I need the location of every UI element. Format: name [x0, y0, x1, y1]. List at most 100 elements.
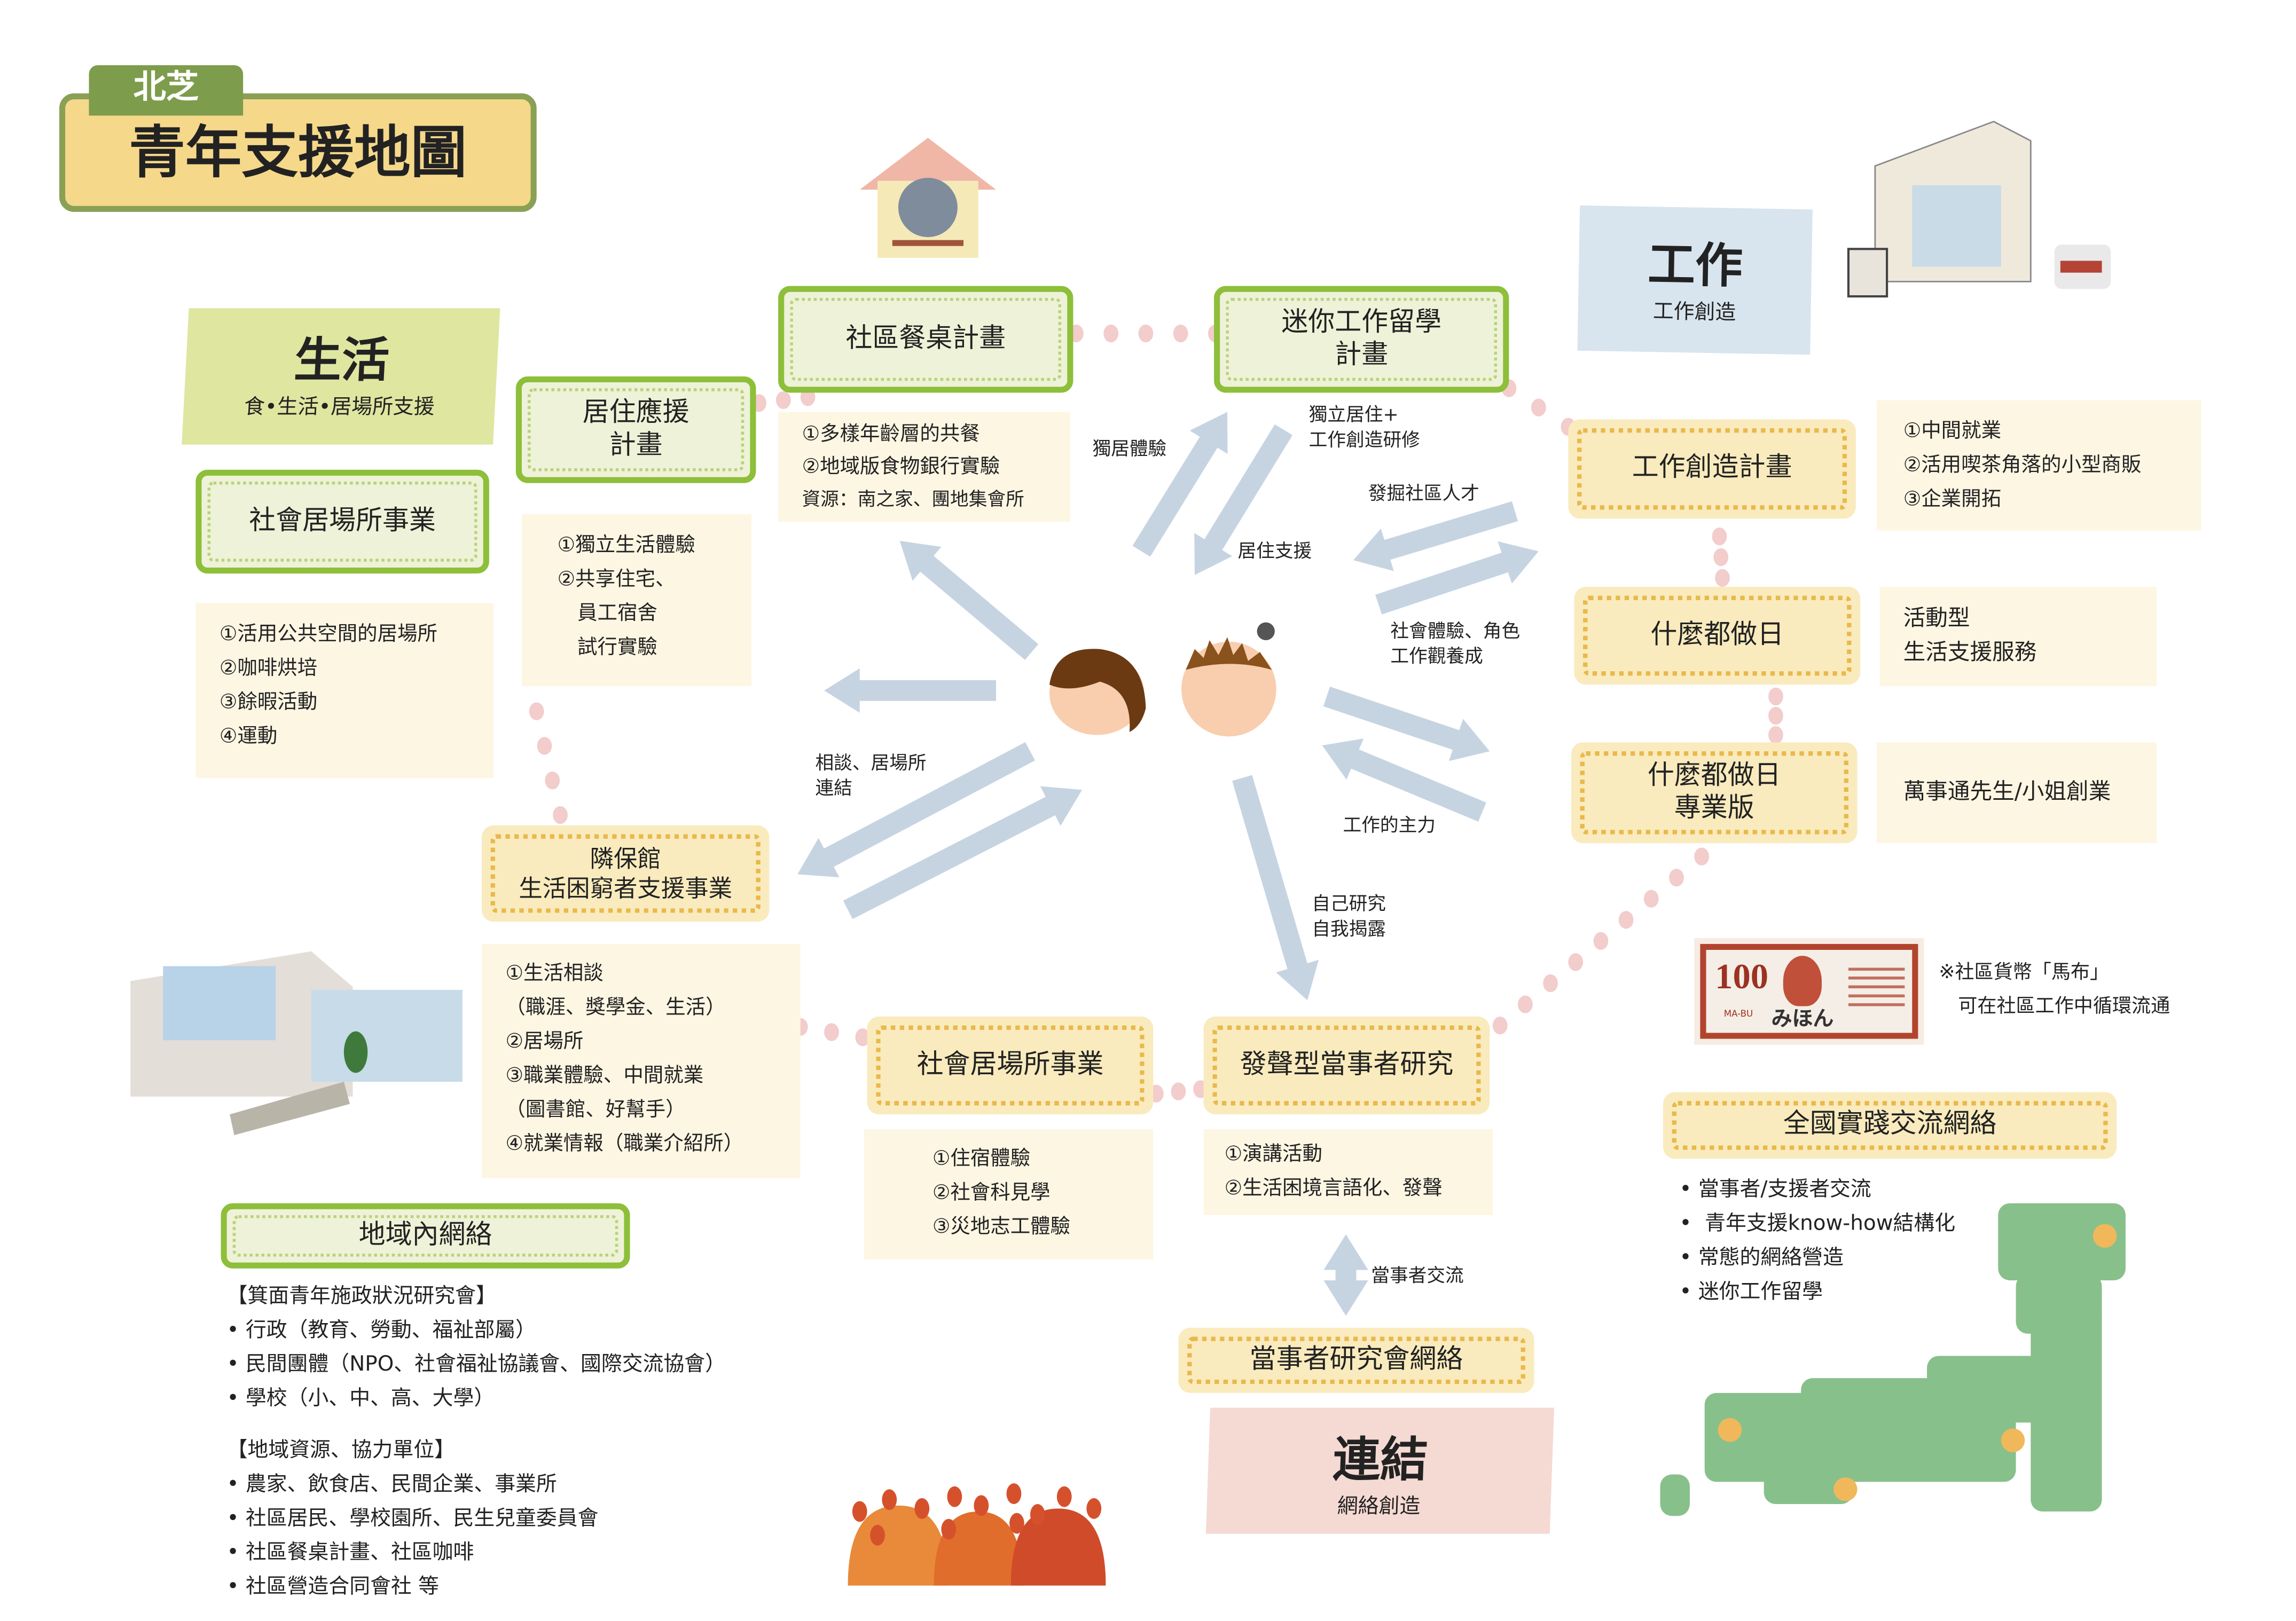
- list-item: ①多樣年齡層的共餐: [802, 422, 980, 446]
- peer-research-network-box[interactable]: 當事者研究會網絡: [1178, 1327, 1534, 1393]
- japan-map-region: [1998, 1203, 2126, 1280]
- work-title: 工作: [1647, 236, 1743, 295]
- rinpokan-label-2: 生活困窮者支援事業: [519, 874, 733, 902]
- leaf-icon: [1086, 1498, 1102, 1519]
- japan-map-region: [1660, 1474, 1690, 1516]
- label-housing-support: 居住支援: [1237, 539, 1312, 562]
- list-item: • 迷你工作留學: [1679, 1280, 1823, 1304]
- rinpokan-label-1: 隣保館: [590, 844, 661, 872]
- housing-label-2: 計畫: [609, 429, 663, 461]
- label-independent: 獨立居住+工作創造研修: [1308, 403, 1420, 451]
- stove-fire: [2060, 261, 2102, 273]
- social-place-box-2[interactable]: 社會居場所事業: [867, 1016, 1154, 1115]
- connector-dot: [1669, 869, 1684, 887]
- connector-dot: [1713, 548, 1729, 566]
- list-item: • 常態的網絡營造: [1679, 1246, 1844, 1270]
- mascot-icon: [1783, 956, 1822, 1006]
- arrow-to-anything-day: [1323, 687, 1490, 761]
- location-marker: [1718, 1418, 1742, 1442]
- dining-label: 社區餐桌計畫: [845, 322, 1006, 354]
- leaf-icon: [1009, 1513, 1024, 1534]
- arrow-to-rinpokan: [797, 742, 1035, 878]
- arrow-to-dining: [899, 541, 1039, 660]
- label-peer-exchange: 當事者交流: [1371, 1264, 1464, 1287]
- work-creation-box[interactable]: 工作創造計畫: [1568, 419, 1856, 519]
- anything-pro-list: 萬事通先生/小姐創業: [1876, 742, 2157, 844]
- community-dining-box[interactable]: 社區餐桌計畫: [778, 286, 1073, 393]
- arrow-peer-up: [1323, 1234, 1368, 1278]
- arrow-self-research: [1232, 775, 1319, 1001]
- anything-day-pro-box[interactable]: 什麼都做日專業版: [1571, 742, 1858, 844]
- bill-value: 100: [1715, 958, 1769, 997]
- list-item: （職涯、獎學金、生活）: [505, 996, 726, 1020]
- connector-dot: [1593, 932, 1609, 950]
- list-item: • 社區居民、學校園所、民生兒童委員會: [226, 1507, 599, 1531]
- social-place-1-list: ①活用公共空間的居場所 ②咖啡烘培 ③餘暇活動 ④運動: [195, 603, 494, 778]
- local-network-text: 【箕面青年施政狀況研究會】 • 行政（教育、勞動、福祉部屬） • 民間團體（NP…: [227, 1280, 726, 1605]
- local-heading-2: 【地域資源、協力單位】: [226, 1438, 456, 1463]
- connector-dot: [537, 737, 552, 755]
- connector-dot: [545, 772, 560, 790]
- work-panel: 工作 工作創造: [1577, 205, 1813, 355]
- currency-bill-image: 100 MA-BU みほん: [1694, 938, 1924, 1045]
- list-item: ③職業體驗、中間就業: [505, 1064, 704, 1088]
- list-item: • 行政（教育、勞動、福祉部屬）: [226, 1319, 536, 1343]
- local-heading-1: 【箕面青年施政狀況研究會】: [226, 1285, 497, 1309]
- mini-work-study-box[interactable]: 迷你工作留學計畫: [1214, 286, 1509, 393]
- title-tag: 北芝: [89, 65, 244, 116]
- national-network-label: 全國實踐交流網絡: [1783, 1108, 1997, 1140]
- list-item: • 民間團體（NPO、社會福祉協議會、國際交流協會）: [226, 1352, 726, 1377]
- list-item: 員工宿舍: [557, 601, 657, 626]
- work-subtitle: 工作創造: [1652, 300, 1736, 326]
- list-item: • 社區營造合同會社 等: [226, 1575, 439, 1599]
- rinpokan-list: ①生活相談 （職涯、獎學金、生活） ②居場所 ③職業體驗、中間就業 （圖書館、好…: [482, 943, 801, 1178]
- list-item: ②活用喫茶角落的小型商販: [1903, 453, 2142, 477]
- autumn-tree: [934, 1511, 1023, 1586]
- location-marker: [2001, 1428, 2025, 1452]
- connector-dot: [1715, 569, 1730, 587]
- life-panel: 生活 食•生活•居場所支援: [182, 308, 500, 445]
- location-marker: [1833, 1477, 1858, 1501]
- list-item: ③餘暇活動: [219, 690, 318, 714]
- list-item: ④運動: [219, 725, 278, 749]
- housing-support-box[interactable]: 居住應援計畫: [515, 376, 756, 483]
- house-window: [1912, 185, 2001, 267]
- national-network-box[interactable]: 全國實踐交流網絡: [1663, 1092, 2117, 1159]
- japan-map-region: [1764, 1445, 1853, 1505]
- birdhouse-roof: [859, 138, 997, 190]
- connector-dot: [529, 702, 544, 720]
- local-network-box[interactable]: 地域內網絡: [221, 1203, 630, 1269]
- housing-list: ①獨立生活體驗 ②共享住宅、 員工宿舍 試行實驗: [521, 514, 752, 687]
- label-talent: 發掘社區人才: [1368, 482, 1479, 504]
- bill-name: MA-BU: [1723, 1009, 1753, 1020]
- social-place-2-label: 社會居場所事業: [916, 1049, 1104, 1080]
- japan-map-region: [1801, 1378, 2016, 1482]
- bill-stamp: みほん: [1771, 1008, 1834, 1032]
- leaf-icon: [947, 1486, 962, 1507]
- rinpokan-box[interactable]: 隣保館生活困窮者支援事業: [482, 825, 770, 922]
- anything-day-label: 什麼都做日: [1650, 619, 1784, 650]
- leaf-icon: [974, 1495, 989, 1516]
- list-item: • 農家、飲食店、民間企業、事業所: [226, 1473, 557, 1497]
- anything-day-box[interactable]: 什麼都做日: [1574, 587, 1861, 685]
- label-self-research: 自己研究自我揭露: [1312, 892, 1386, 940]
- connector-dot: [1173, 324, 1188, 343]
- list-item: 試行實驗: [557, 635, 657, 660]
- list-item: ②共享住宅、: [557, 567, 676, 592]
- label-work-main: 工作的主力: [1343, 813, 1436, 836]
- connector-dot: [1768, 726, 1783, 744]
- list-item: • 青年支援know-how結構化: [1679, 1212, 1956, 1236]
- arrow-peer-down: [1323, 1274, 1368, 1316]
- arrow-talent: [1353, 501, 1518, 571]
- list-item: ②居場所: [505, 1029, 584, 1054]
- arrow-to-mini-work: [1132, 412, 1228, 557]
- social-place-box-1[interactable]: 社會居場所事業: [195, 469, 489, 574]
- leaf-icon: [1030, 1504, 1045, 1525]
- peer-network-label: 當事者研究會網絡: [1249, 1343, 1463, 1375]
- work-creation-list: ①中間就業 ②活用喫茶角落的小型商販 ③企業開拓: [1876, 400, 2201, 531]
- list-item: （圖書館、好幫手）: [505, 1098, 686, 1122]
- voice-research-box[interactable]: 發聲型當事者研究: [1203, 1016, 1490, 1115]
- list-item: ②地域版食物銀行實驗: [802, 455, 1000, 479]
- arrow-housing-support: [1194, 424, 1293, 575]
- connector-dot: [775, 391, 791, 410]
